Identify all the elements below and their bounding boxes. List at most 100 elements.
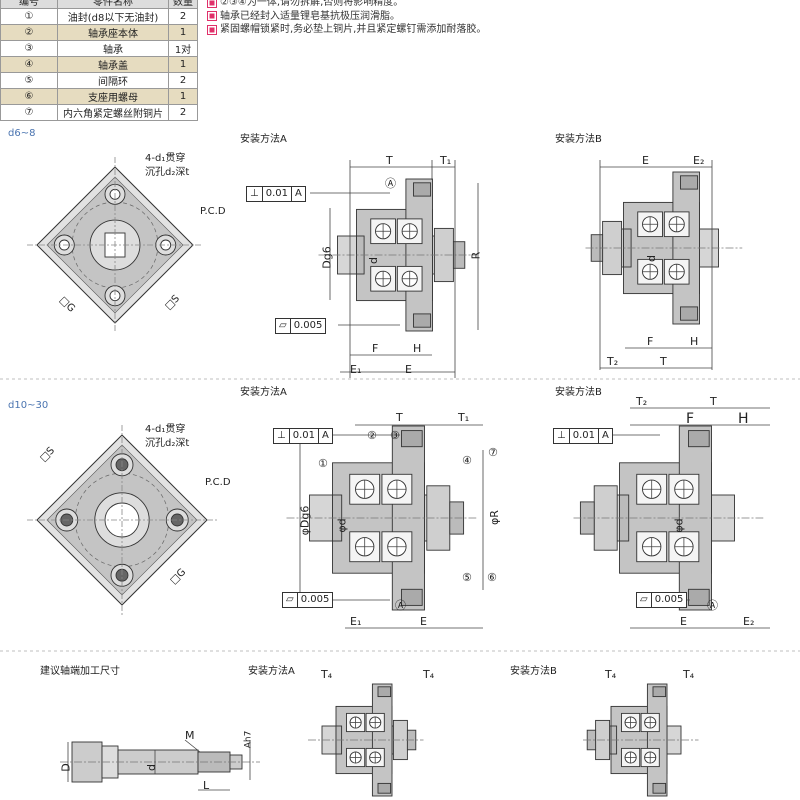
flange-hole-lower xyxy=(413,313,432,328)
part-no: ⑦ xyxy=(0,104,58,121)
part-name: 支座用螺母 xyxy=(57,88,169,105)
shaft-end-title: 建议轴端加工尺寸 xyxy=(40,666,120,677)
dim-t1: T₁ xyxy=(440,154,452,167)
part-qty: 2 xyxy=(168,8,198,25)
tol-value: 0.01 xyxy=(570,429,599,443)
dim-f: F xyxy=(372,342,379,355)
pcd-label: P.C.D xyxy=(200,206,226,217)
flange-hole-upper xyxy=(680,175,699,190)
tol-value: 0.005 xyxy=(300,594,330,605)
dim-t4: T₄ xyxy=(423,668,435,681)
dim-t1: T₁ xyxy=(458,411,470,424)
flatness-tolerance: ▱0.005 xyxy=(275,318,327,334)
method-b-title: 安装方法B xyxy=(510,666,557,677)
dim-t: T xyxy=(660,355,667,368)
flange-hole-lower xyxy=(377,782,392,794)
part-name: 轴承盖 xyxy=(57,56,169,73)
datum-marker: Ⓐ xyxy=(385,177,396,190)
dim-t2: T₂ xyxy=(607,355,619,368)
part-name: 内六角紧定螺丝附铜片 xyxy=(57,104,169,121)
header-no: 编号 xyxy=(0,0,58,9)
datum-ref: A xyxy=(601,430,609,441)
dim-phi-d: φd xyxy=(672,518,686,533)
dim-e: E xyxy=(642,154,649,167)
tol-value: 0.01 xyxy=(290,429,319,443)
dim-e: E xyxy=(405,363,412,376)
part-qty: 1 xyxy=(168,88,198,105)
tol-value: 0.01 xyxy=(263,187,292,201)
bearing xyxy=(349,473,381,505)
bullet-icon xyxy=(207,11,217,22)
method-a-title: 安装方法A xyxy=(240,387,287,398)
shaft-bore xyxy=(104,502,140,538)
dim-d: d xyxy=(144,764,158,771)
pcd-label: P.C.D xyxy=(205,477,231,488)
flange-hole-upper xyxy=(652,686,667,698)
flange-hole-upper xyxy=(413,182,432,197)
dim-f: F xyxy=(686,411,695,427)
flatness-tolerance: ▱0.005 xyxy=(282,592,334,608)
dim-dg6: Dg6 xyxy=(320,246,334,269)
method-a-title: 安装方法A xyxy=(240,134,287,145)
dim-t: T xyxy=(396,411,403,424)
dim-ah7: Ah7 xyxy=(243,730,254,749)
callout-5: ⑤ xyxy=(462,571,472,584)
part-no: ⑥ xyxy=(0,88,58,105)
flange-hole-upper xyxy=(377,686,392,698)
dim-phi-r: φR xyxy=(487,510,501,525)
note-text: 紧固螺帽锁紧时,务必垫上铜片,并且紧定螺钉需添加耐落胶。 xyxy=(220,24,487,35)
dim-t4: T₄ xyxy=(605,668,617,681)
part-name: 轴承座本体 xyxy=(57,24,169,41)
note-item: 轴承已经封入适量锂皂基抗极压润滑脂。 xyxy=(207,10,486,24)
dim-f: F xyxy=(647,335,654,348)
datum-marker: Ⓐ xyxy=(707,599,718,612)
method-b-title: 安装方法B xyxy=(555,134,602,145)
flat-symbol: ▱ xyxy=(637,593,652,607)
holes-label: 4-d₁贯穿 xyxy=(145,153,186,164)
dim-m: M xyxy=(185,729,195,742)
bearing xyxy=(637,258,663,285)
part-qty: 2 xyxy=(168,104,198,121)
callout-6: ⑥ xyxy=(487,571,497,584)
dim-t: T xyxy=(710,395,717,408)
callout-1: ① xyxy=(318,457,328,470)
perp-symbol: ⊥ xyxy=(274,429,290,443)
dim-h: H xyxy=(690,335,699,348)
part-name: 轴承 xyxy=(57,40,169,57)
part-no: ① xyxy=(0,8,58,25)
callout-7: ⑦ xyxy=(488,446,498,459)
flange-hole-lower xyxy=(401,588,423,606)
parts-table-header: 编号 零件名称 数量 xyxy=(0,0,198,9)
bearing xyxy=(381,473,413,505)
flange-hole-lower xyxy=(652,782,667,794)
perp-symbol: ⊥ xyxy=(554,429,570,443)
callout-4: ④ xyxy=(462,454,472,467)
dim-t: T xyxy=(386,154,393,167)
flange-hole-upper xyxy=(688,430,710,448)
dim-e: E xyxy=(680,615,687,628)
counterbore-label: 沉孔d₂深t xyxy=(145,438,190,449)
part-no: ② xyxy=(0,24,58,41)
section-range-small: d6~8 xyxy=(8,128,36,139)
holes-label: 4-d₁贯穿 xyxy=(145,424,186,435)
dim-e2: E₂ xyxy=(743,615,755,628)
part-no: ④ xyxy=(0,56,58,73)
dim-l: L xyxy=(203,779,210,792)
header-qty: 数量 xyxy=(168,0,198,9)
method-b-title: 安装方法B xyxy=(555,387,602,398)
dim-h: H xyxy=(738,411,749,427)
dim-t4: T₄ xyxy=(683,668,695,681)
dim-e1: E₁ xyxy=(350,615,362,628)
part-name: 油封(d8以下无油封) xyxy=(57,8,169,25)
dim-d: d xyxy=(366,257,380,264)
